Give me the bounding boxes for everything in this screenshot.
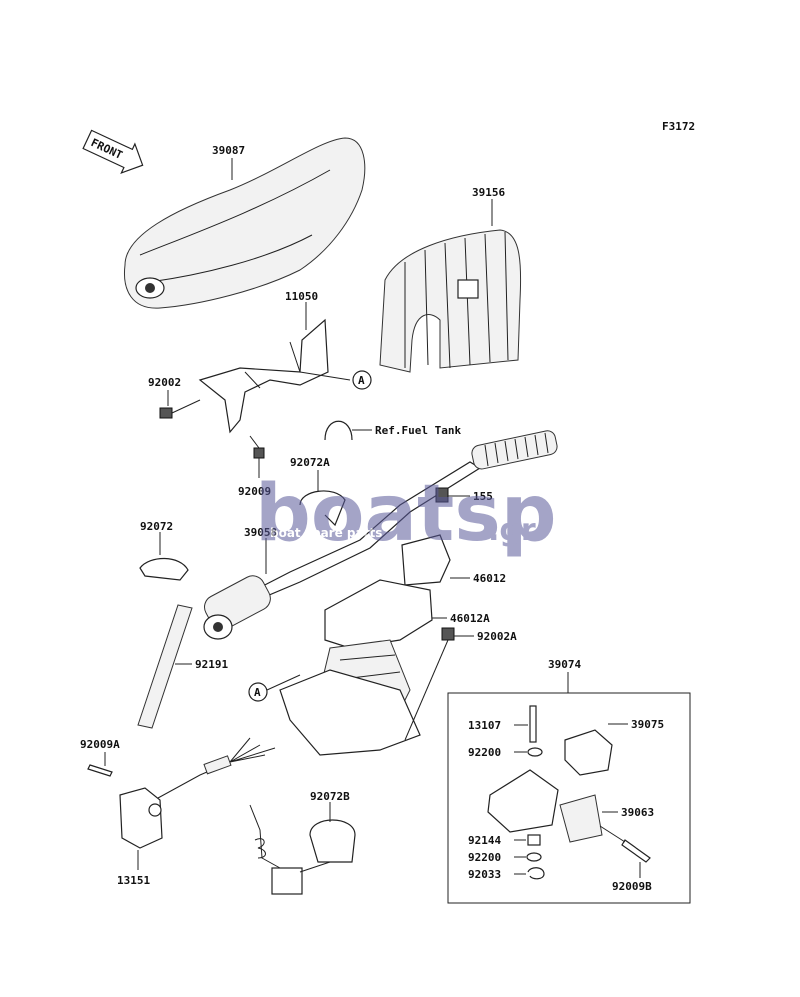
label-39063: 39063: [621, 806, 654, 819]
label-92033: 92033: [468, 868, 501, 881]
clamp-92072A-part: [299, 490, 346, 527]
label-92072B: 92072B: [310, 790, 350, 803]
clamp-92072B-part: [249, 804, 356, 895]
bellows-cover-part: [379, 229, 522, 373]
label-39075: 39075: [631, 718, 664, 731]
label-13107: 13107: [468, 719, 501, 732]
label-11050: 11050: [285, 290, 318, 303]
holder-46012-part: [401, 534, 451, 586]
screw-92009A-part: [87, 764, 113, 777]
washer-92200-top-part: [527, 747, 543, 757]
tube-92191-part: [137, 604, 193, 729]
handle-stand-part: [279, 579, 433, 756]
label-92200-bottom: 92200: [468, 851, 501, 864]
label-92072A: 92072A: [290, 456, 330, 469]
front-arrow-icon: FRONT: [82, 129, 144, 175]
callout-a-top: A: [358, 374, 365, 387]
throttle-body-part: [487, 769, 559, 833]
assembly-39074-box: [447, 692, 691, 904]
label-92009B: 92009B: [612, 880, 652, 893]
spring-92144-part: [527, 834, 541, 846]
figure-code: F3172: [662, 120, 695, 133]
washer-92200-bottom-part: [526, 852, 542, 862]
pin-13107-part: [529, 705, 537, 743]
label-39074: 39074: [548, 658, 581, 671]
label-13151: 13151: [117, 874, 150, 887]
cover-39063-part: [559, 794, 603, 843]
label-92002A: 92002A: [477, 630, 517, 643]
watermark-brand: boatsp: [255, 469, 557, 559]
watermark-tagline: boat spare parts: [270, 526, 382, 540]
label-92191: 92191: [195, 658, 228, 671]
screw-92009-part: [249, 435, 265, 459]
handlebar-part: [203, 430, 558, 640]
bolt-155-part: [435, 487, 449, 503]
label-92144: 92144: [468, 834, 501, 847]
label-92072: 92072: [140, 520, 173, 533]
watermark-tld: .gr: [488, 513, 536, 548]
screw-92009B-part: [621, 839, 651, 863]
label-92009: 92009: [238, 485, 271, 498]
bolt-92002-part: [159, 399, 201, 419]
bolt-92002A-part: [441, 627, 455, 641]
label-46012A: 46012A: [450, 612, 490, 625]
callout-a-bottom: A: [254, 686, 261, 699]
label-39087: 39087: [212, 144, 245, 157]
label-46012: 46012: [473, 572, 506, 585]
label-92002: 92002: [148, 376, 181, 389]
switch-13151-part: [119, 737, 276, 849]
seat-cover-part: [123, 137, 366, 309]
ref-fuel-tank-label: Ref.Fuel Tank: [375, 424, 461, 437]
bracket-part: [198, 318, 329, 434]
label-39058: 39058: [244, 526, 277, 539]
lever-39075-part: [564, 729, 613, 776]
label-92009A: 92009A: [80, 738, 120, 751]
label-39156: 39156: [472, 186, 505, 199]
label-155: 155: [473, 490, 493, 503]
circlip-92033-part: [527, 867, 545, 880]
clamp-92072-part: [139, 557, 189, 581]
label-92200-top: 92200: [468, 746, 501, 759]
watermark-logo: boatsp .gr boat spare parts: [255, 469, 557, 559]
